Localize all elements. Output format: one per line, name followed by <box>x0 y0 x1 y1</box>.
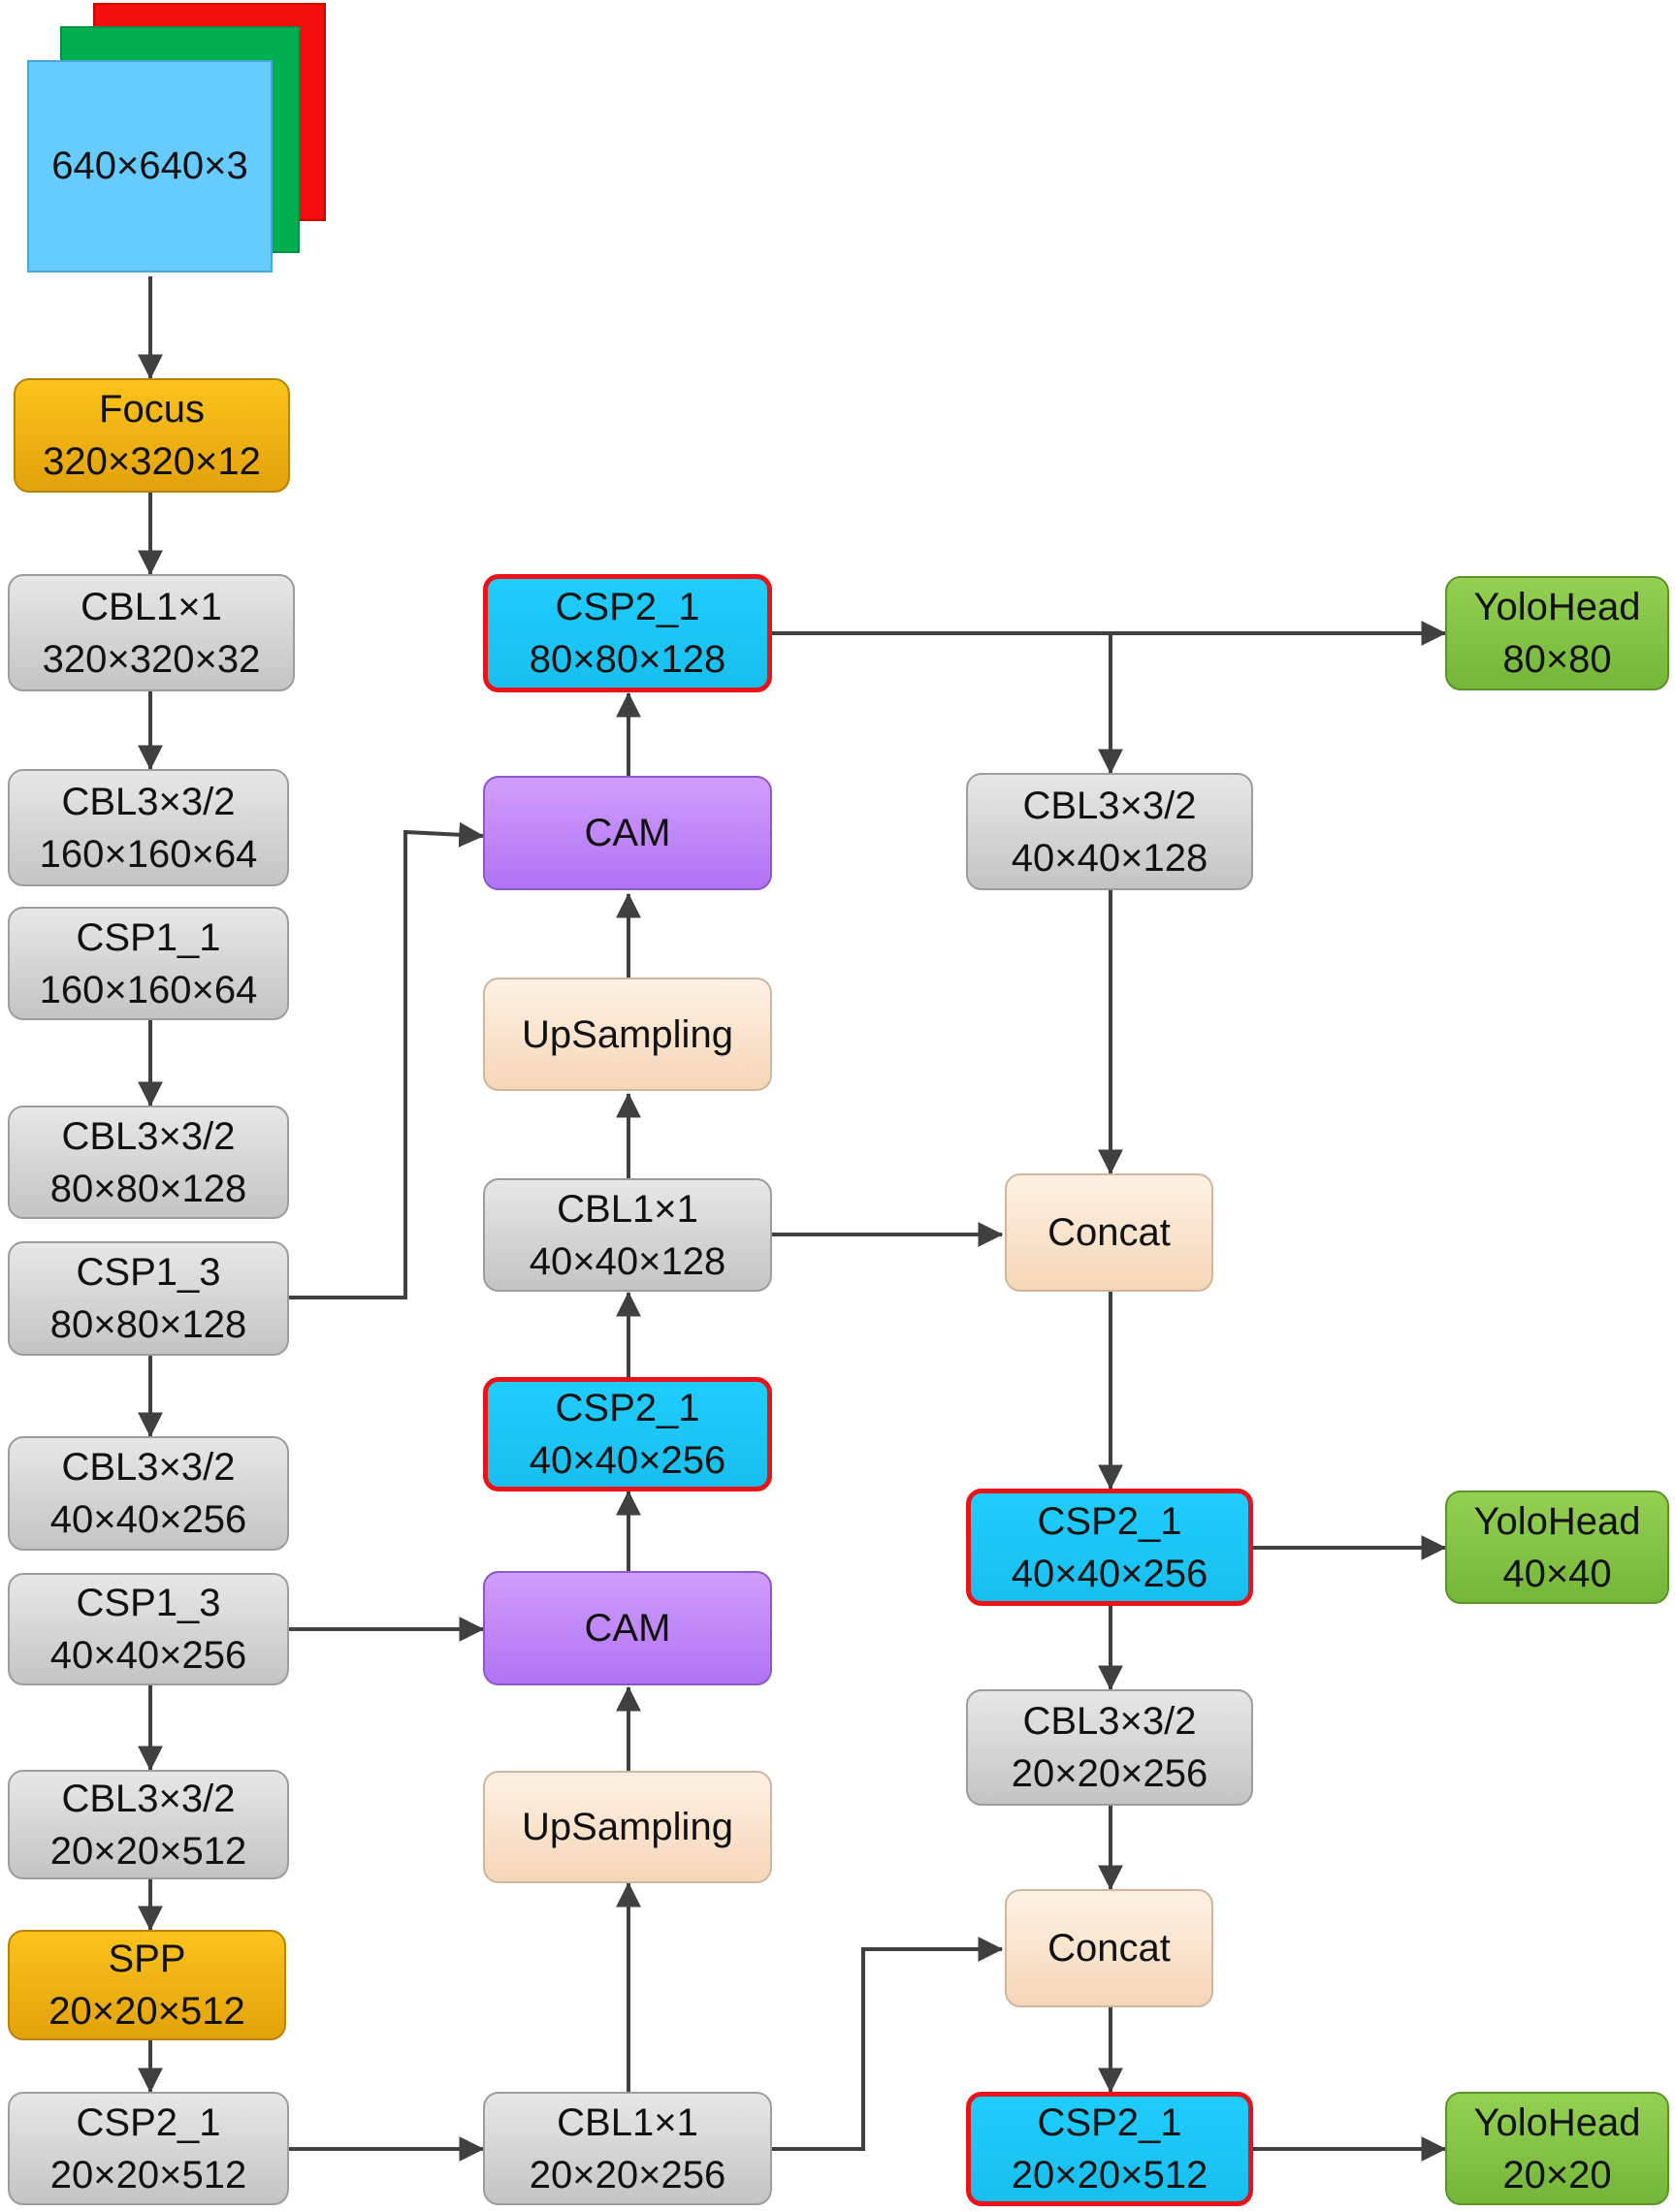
cbl3x3-block-40: CBL3×3/2 40×40×256 <box>8 1436 289 1551</box>
block-name: Concat <box>1047 1927 1171 1970</box>
block-name: UpSampling <box>522 1806 733 1848</box>
block-name: CBL3×3/2 <box>61 780 236 823</box>
block-name: CSP2_1 <box>76 2100 221 2144</box>
csp2-1-block-backbone: CSP2_1 20×20×512 <box>8 2092 289 2205</box>
block-shape: 20×20×256 <box>1011 1752 1208 1795</box>
block-name: YoloHead <box>1473 2100 1641 2144</box>
block-name: CBL3×3/2 <box>1022 784 1197 827</box>
block-shape: 80×80×128 <box>49 1303 247 1346</box>
csp1-3-block-40: CSP1_3 40×40×256 <box>8 1573 289 1685</box>
block-shape: 40×40×256 <box>1011 1552 1208 1595</box>
csp2-1-block-40-neck: CSP2_1 40×40×256 <box>483 1377 772 1491</box>
block-name: CSP1_3 <box>76 1251 221 1294</box>
block-shape: 40×40×256 <box>49 1498 247 1541</box>
block-shape: 20×20 <box>1502 2153 1612 2196</box>
block-name: CSP1_3 <box>76 1582 221 1624</box>
block-shape: 80×80×128 <box>529 638 726 681</box>
block-shape: 40×40×256 <box>529 1439 726 1482</box>
block-name: CBL3×3/2 <box>1022 1700 1197 1743</box>
concat-block-a: Concat <box>1005 1173 1213 1292</box>
block-shape: 80×80 <box>1502 638 1612 681</box>
block-name: CBL3×3/2 <box>61 1114 236 1158</box>
block-name: YoloHead <box>1473 1499 1641 1543</box>
cam-block-low: CAM <box>483 1571 772 1685</box>
block-name: CBL3×3/2 <box>61 1777 236 1820</box>
block-name: SPP <box>108 1938 186 1980</box>
block-name: CSP1_1 <box>76 915 221 959</box>
cbl3x3-block-80: CBL3×3/2 80×80×128 <box>8 1106 289 1219</box>
block-name: CAM <box>584 1607 671 1650</box>
spp-block: SPP 20×20×512 <box>8 1930 286 2040</box>
cbl3x3-block-20: CBL3×3/2 20×20×512 <box>8 1770 289 1879</box>
block-name: CAM <box>584 812 671 854</box>
block-name: CSP2_1 <box>1037 1499 1182 1543</box>
block-name: Focus <box>99 388 205 431</box>
arrow-cbl-low-to-concat-b <box>771 1937 1004 2151</box>
cbl1x1-block-40: CBL1×1 40×40×128 <box>483 1178 772 1292</box>
yolohead-20: YoloHead 20×20 <box>1445 2092 1669 2205</box>
cbl3x3-block-head-20: CBL3×3/2 20×20×256 <box>966 1689 1253 1806</box>
upsampling-block-low: UpSampling <box>483 1771 772 1883</box>
block-shape: 80×80×128 <box>49 1167 247 1210</box>
block-shape: 320×320×12 <box>43 440 261 483</box>
csp1-1-block: CSP1_1 160×160×64 <box>8 907 289 1020</box>
block-shape: 40×40 <box>1502 1552 1612 1595</box>
block-shape: 20×20×512 <box>49 1829 247 1873</box>
block-name: CSP2_1 <box>555 1387 700 1429</box>
block-name: CBL3×3/2 <box>61 1446 236 1489</box>
yolohead-40: YoloHead 40×40 <box>1445 1491 1669 1604</box>
block-shape: 160×160×64 <box>39 968 258 1011</box>
block-shape: 320×320×32 <box>42 637 261 681</box>
cbl3x3-block-head-40: CBL3×3/2 40×40×128 <box>966 773 1253 890</box>
block-shape: 40×40×128 <box>529 1239 726 1283</box>
block-shape: 20×20×512 <box>49 2153 247 2196</box>
block-name: CBL1×1 <box>557 1187 698 1231</box>
block-shape: 160×160×64 <box>39 832 258 876</box>
block-name: CSP2_1 <box>555 586 700 628</box>
input-size-label: 640×640×3 <box>51 144 248 187</box>
csp2-1-block-40-head: CSP2_1 40×40×256 <box>966 1489 1253 1606</box>
focus-block: Focus 320×320×12 <box>14 378 290 493</box>
block-name: YoloHead <box>1473 586 1641 628</box>
csp2-1-block-20-head: CSP2_1 20×20×512 <box>966 2092 1253 2206</box>
block-name: CBL1×1 <box>557 2100 698 2144</box>
concat-block-b: Concat <box>1005 1889 1213 2007</box>
input-channel-blue: 640×640×3 <box>27 60 273 272</box>
block-name: Concat <box>1047 1211 1171 1254</box>
upsampling-block-top: UpSampling <box>483 978 772 1091</box>
block-shape: 40×40×256 <box>49 1634 247 1677</box>
cbl3x3-block-160: CBL3×3/2 160×160×64 <box>8 769 289 886</box>
csp1-3-block-80: CSP1_3 80×80×128 <box>8 1241 289 1356</box>
cbl1x1-block-20: CBL1×1 20×20×256 <box>483 2092 772 2205</box>
yolohead-80: YoloHead 80×80 <box>1445 576 1669 690</box>
block-shape: 40×40×128 <box>1011 836 1208 880</box>
block-name: UpSampling <box>522 1012 733 1056</box>
block-name: CBL1×1 <box>81 585 222 628</box>
block-shape: 20×20×512 <box>48 1990 245 2033</box>
block-name: CSP2_1 <box>1037 2101 1182 2144</box>
block-shape: 20×20×256 <box>529 2153 726 2196</box>
cbl1x1-block: CBL1×1 320×320×32 <box>8 574 295 691</box>
cam-block-top: CAM <box>483 776 772 890</box>
csp2-1-block-80: CSP2_1 80×80×128 <box>483 574 772 692</box>
arrow-csp2-to-cam-top <box>289 821 485 1299</box>
block-shape: 20×20×512 <box>1011 2154 1208 2196</box>
